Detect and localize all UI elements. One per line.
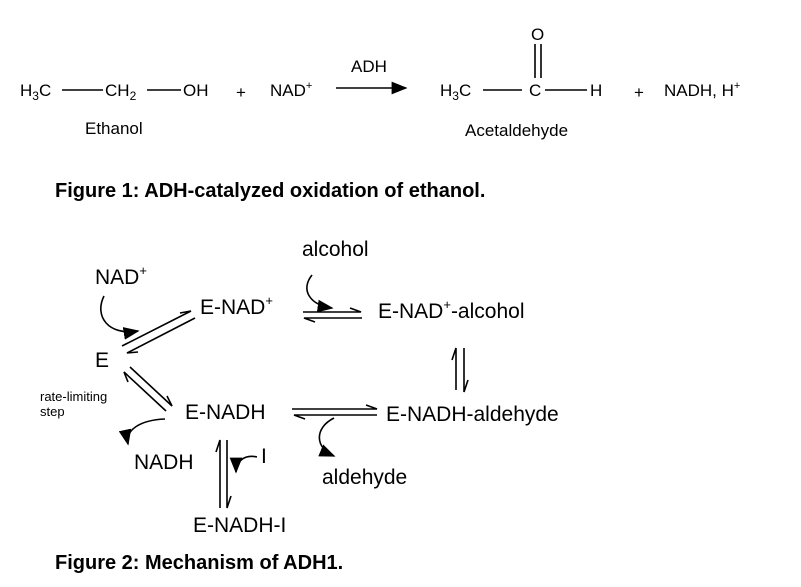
step-label: step: [40, 404, 65, 419]
curved-arrows: [100, 274, 336, 474]
enzyme-e: E: [95, 349, 109, 372]
half-arrow: [293, 414, 377, 420]
half-arrow: [292, 404, 378, 410]
aldehyde-label: aldehyde: [322, 466, 407, 489]
nadh-release-arrow: [118, 418, 166, 446]
half-arrow: [121, 310, 192, 347]
ethanol-structure: H3C CH2 OH: [20, 81, 209, 103]
ethanol-oh: OH: [183, 81, 209, 100]
inhibitor-label: I: [261, 445, 267, 468]
ethanol-ch2: CH2: [105, 81, 137, 103]
figure-2-caption: Figure 2: Mechanism of ADH1.: [55, 552, 343, 574]
acetaldehyde-label: Acetaldehyde: [465, 121, 568, 140]
half-arrow: [303, 307, 362, 313]
e-nad-plus: E-NAD+: [200, 293, 273, 319]
carbonyl-carbon: C: [529, 81, 541, 100]
half-arrow: [303, 317, 362, 323]
nad-plus: NAD+: [95, 263, 147, 289]
half-arrow: [129, 366, 173, 407]
half-arrow: [215, 439, 221, 508]
carbonyl-oxygen: O: [531, 25, 544, 44]
half-arrow: [463, 348, 469, 393]
e-nad-alcohol: E-NAD+-alcohol: [378, 297, 524, 323]
figure-2: alcohol NAD+ E-NAD+ E-NAD+-alcohol E rat…: [40, 238, 559, 574]
products: NADH, H+: [664, 80, 740, 100]
enzyme-label: ADH: [351, 57, 387, 76]
plus-sign: +: [236, 83, 246, 102]
half-arrow: [451, 347, 457, 390]
acetaldehyde-h3c: H3C: [440, 81, 471, 103]
ethanol-label: Ethanol: [85, 119, 143, 138]
nadh-label: NADH: [134, 451, 194, 474]
alcohol-label: alcohol: [302, 238, 369, 261]
rate-limiting-label: rate-limiting: [40, 389, 107, 404]
nad-plus: NAD+: [270, 80, 312, 100]
ethanol-h3c: H3C: [20, 81, 51, 103]
figure-1-caption: Figure 1: ADH-catalyzed oxidation of eth…: [55, 180, 485, 202]
e-nadh-aldehyde: E-NADH-aldehyde: [386, 403, 559, 426]
equilibrium-arrows: [121, 307, 469, 509]
e-nadh-i: E-NADH-I: [193, 514, 286, 537]
aldehyde-release-arrow: [318, 417, 336, 457]
half-arrow: [123, 371, 167, 412]
half-arrow: [226, 440, 232, 509]
half-arrow: [126, 317, 196, 354]
alcohol-binding-arrow: [306, 274, 334, 313]
e-nadh: E-NADH: [185, 401, 266, 424]
figure-1: H3C CH2 OH + NAD+ ADH H3C C H O + NADH, …: [20, 25, 740, 202]
inhibitor-binding-arrow: [229, 455, 258, 474]
plus-sign: +: [634, 83, 644, 102]
aldehyde-h: H: [590, 81, 602, 100]
nad-binding-arrow: [100, 295, 140, 340]
acetaldehyde-structure: H3C C H O: [440, 25, 602, 103]
